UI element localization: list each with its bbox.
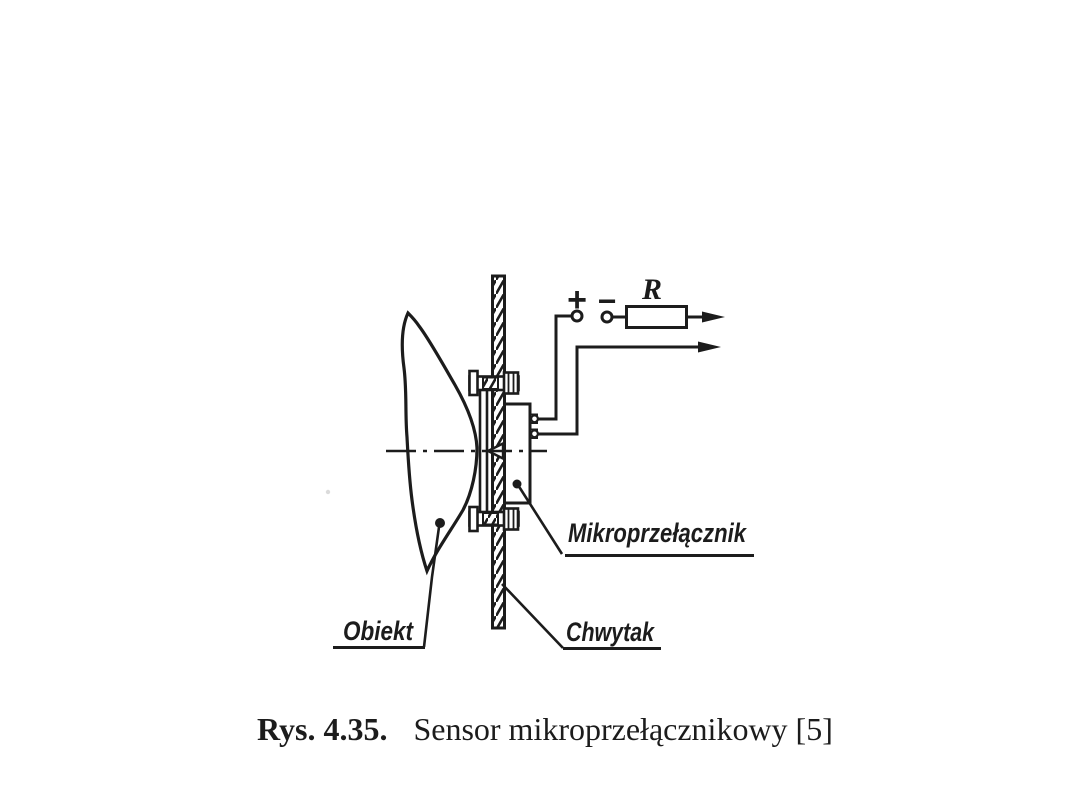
switch-terminal-bottom xyxy=(529,429,539,439)
microswitch-body xyxy=(485,402,539,505)
object-leader xyxy=(422,526,441,648)
resistor-label: R xyxy=(641,273,662,306)
object-outline xyxy=(400,310,479,576)
plus-terminal-circle xyxy=(570,309,584,323)
clamp-bolt-top xyxy=(468,369,520,397)
microswitch-leader xyxy=(516,484,564,555)
object-leader-dot xyxy=(435,518,445,528)
figure-caption: Rys. 4.35. Sensor mikroprzełącznikowy [5] xyxy=(257,711,833,747)
figure-number: Rys. 4.35. xyxy=(257,711,388,747)
minus-terminal-circle xyxy=(600,310,614,324)
wire-output-lower xyxy=(537,345,699,436)
microswitch-label: Mikroprzełącznik xyxy=(568,518,748,548)
circuit-wiring xyxy=(537,305,703,436)
gripper-label: Chwytak xyxy=(566,617,656,647)
output-arrow-bottom-icon xyxy=(698,341,721,353)
gripper-leader xyxy=(501,583,564,649)
switch-terminal-top xyxy=(529,414,539,424)
wire-plus xyxy=(537,314,571,421)
plus-terminal-label: + xyxy=(567,281,587,319)
label-leaders xyxy=(333,484,754,650)
minus-terminal-label: − xyxy=(598,283,617,319)
figure-title: Sensor mikroprzełącznikowy [5] xyxy=(413,711,833,747)
clamp-bolt-bottom xyxy=(468,505,520,533)
object-label: Obiekt xyxy=(343,616,414,646)
centerline xyxy=(386,440,547,464)
scan-speck xyxy=(325,489,331,495)
resistor-box xyxy=(625,305,688,329)
output-arrow-top-icon xyxy=(702,311,725,323)
